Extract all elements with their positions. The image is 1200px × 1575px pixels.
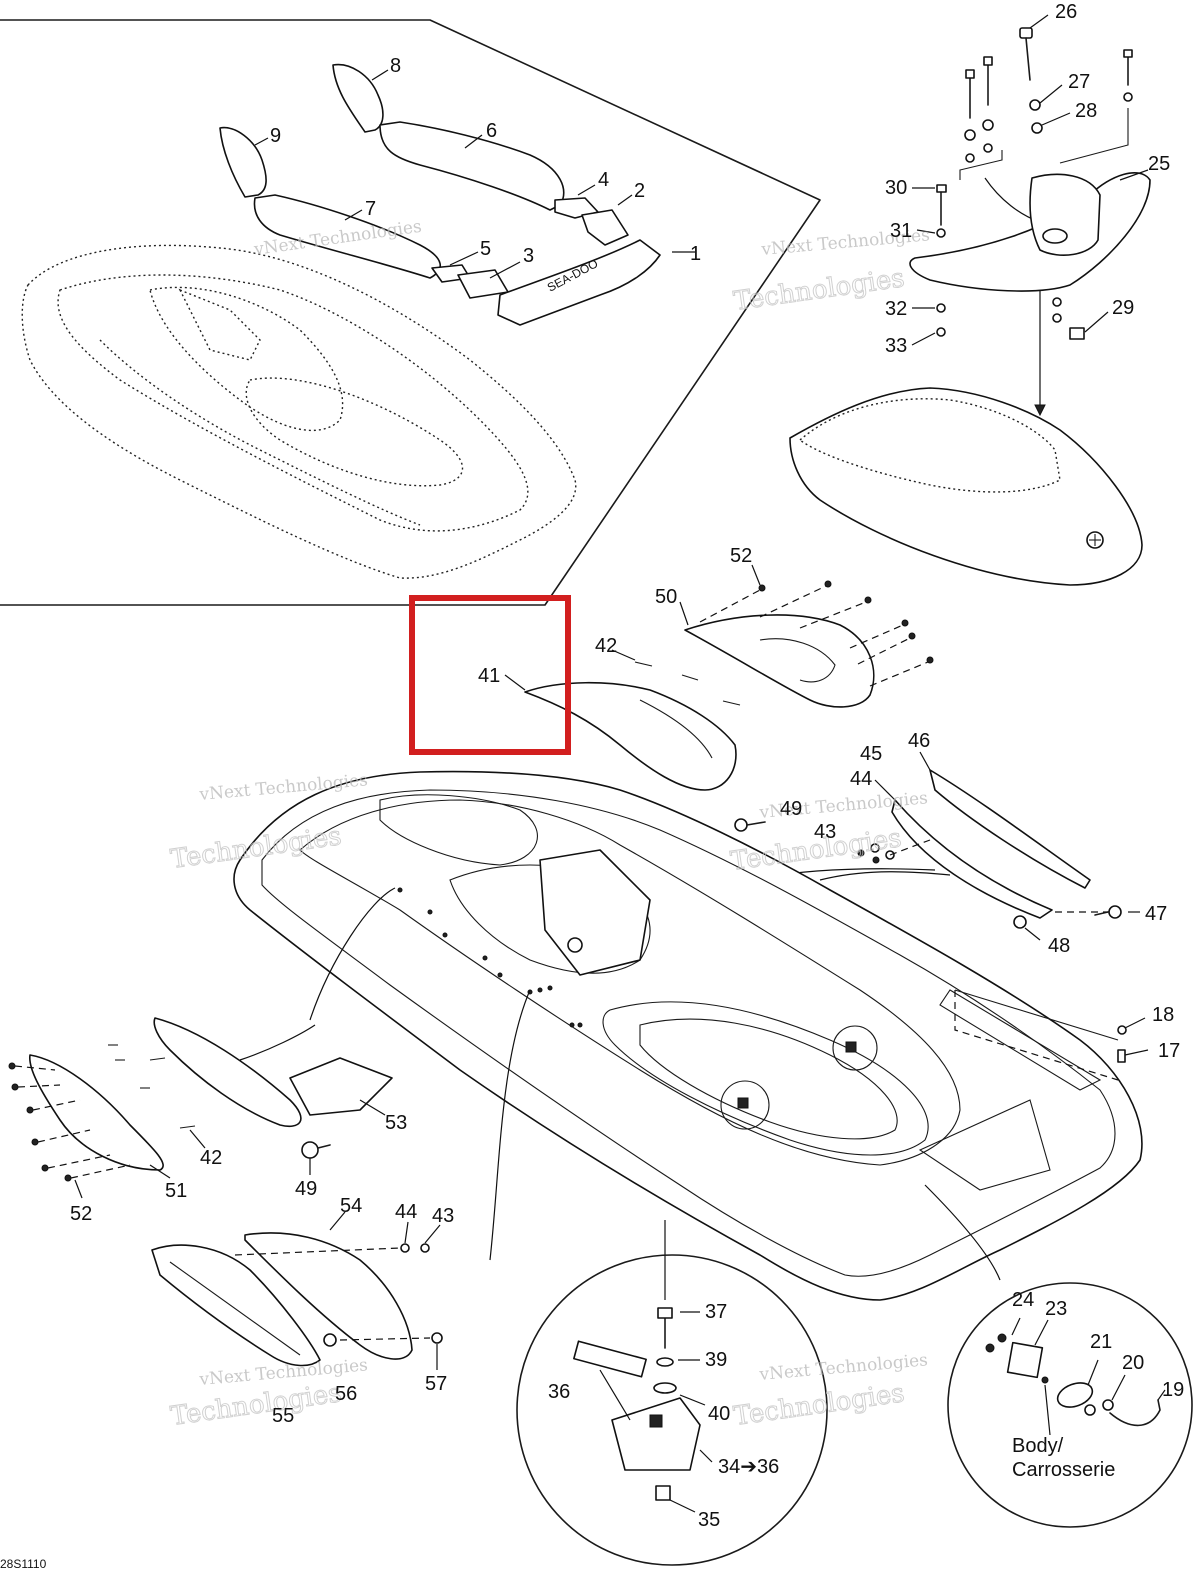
panel-part-54 bbox=[244, 1232, 413, 1360]
callout-label: 18 bbox=[1152, 1004, 1174, 1026]
callout-label: 30 bbox=[885, 177, 907, 199]
mat-part-9 bbox=[219, 126, 267, 198]
callout-labels: 1 2 3 4 5 6 7 8 9 17 18 19 20 21 23 24 2… bbox=[70, 1, 1184, 1531]
hull-mount-dots bbox=[397, 887, 583, 1028]
left-panels bbox=[8, 1017, 393, 1182]
hull-outer bbox=[233, 770, 1143, 1301]
callout-label: 55 bbox=[272, 1405, 294, 1427]
callout-label: 26 bbox=[1055, 1, 1077, 23]
callout-label: 6 bbox=[486, 120, 497, 142]
callout-label: 36 bbox=[548, 1381, 570, 1403]
seat-assembly bbox=[789, 387, 1143, 586]
panel-part-55 bbox=[151, 1244, 321, 1367]
callout-label: 39 bbox=[705, 1349, 727, 1371]
callout-leaders bbox=[74, 14, 1166, 1513]
panel-part-51 bbox=[29, 1054, 164, 1171]
panel-part-41 bbox=[524, 681, 737, 791]
dotted-hull bbox=[21, 244, 577, 579]
callout-label: 46 bbox=[908, 730, 930, 752]
callout-label: 3 bbox=[523, 245, 534, 267]
callout-label: 2 bbox=[634, 180, 645, 202]
highlight-box-part-41 bbox=[409, 595, 571, 755]
callout-label: 28 bbox=[1075, 100, 1097, 122]
callout-label: 49 bbox=[780, 798, 802, 820]
mat-part-2 bbox=[581, 209, 629, 246]
mat-kit-inset: SEA-DOO bbox=[0, 19, 821, 606]
callout-label: 34➔36 bbox=[718, 1456, 779, 1478]
callout-label: 42 bbox=[595, 635, 617, 657]
callout-label: 42 bbox=[200, 1147, 222, 1169]
screw-26 bbox=[1019, 27, 1033, 39]
callout-label: 9 bbox=[270, 125, 281, 147]
handle-assembly bbox=[789, 27, 1151, 586]
mat-part-1 bbox=[497, 239, 661, 326]
callout-label: 24 bbox=[1012, 1289, 1034, 1311]
callout-label: 31 bbox=[890, 220, 912, 242]
body-note-line2: Carrosserie bbox=[1012, 1459, 1115, 1481]
callout-label: 33 bbox=[885, 335, 907, 357]
watermark-text: Technologies bbox=[732, 263, 907, 317]
callout-label: 4 bbox=[598, 169, 609, 191]
screws-52 bbox=[699, 580, 934, 687]
callout-label: 52 bbox=[730, 545, 752, 567]
drawing-code: 28S1110 bbox=[0, 1557, 47, 1571]
callout-label: 54 bbox=[340, 1195, 362, 1217]
callout-label: 32 bbox=[885, 298, 907, 320]
callout-label: 40 bbox=[708, 1403, 730, 1425]
callout-label: 48 bbox=[1048, 935, 1070, 957]
callout-label: 19 bbox=[1162, 1379, 1184, 1401]
panel-part-53 bbox=[289, 1057, 393, 1116]
detail-circle-bolt bbox=[516, 1254, 828, 1566]
screws-left bbox=[8, 1044, 196, 1182]
callout-label: 44 bbox=[395, 1201, 417, 1223]
mat-pieces: SEA-DOO bbox=[219, 63, 661, 326]
callout-label: 25 bbox=[1148, 153, 1170, 175]
mat-part-8 bbox=[332, 63, 384, 133]
callout-label: 44 bbox=[850, 768, 872, 790]
callout-label: 53 bbox=[385, 1112, 407, 1134]
callout-label: 7 bbox=[365, 198, 376, 220]
callout-label: 27 bbox=[1068, 71, 1090, 93]
callout-label: 1 bbox=[690, 243, 701, 265]
panel-part-50 bbox=[684, 614, 875, 708]
body-note-line1: Body/ bbox=[1012, 1435, 1064, 1457]
callout-label: 50 bbox=[655, 586, 677, 608]
strip-part-46 bbox=[929, 769, 1091, 889]
panel-part-42-left bbox=[153, 1017, 302, 1127]
callout-label: 17 bbox=[1158, 1040, 1180, 1062]
callout-label: 56 bbox=[335, 1383, 357, 1405]
strip-part-45 bbox=[891, 799, 1053, 919]
callout-label: 57 bbox=[425, 1373, 447, 1395]
callout-label: 23 bbox=[1045, 1298, 1067, 1320]
watermark-text: vNext Technologies bbox=[758, 1350, 929, 1385]
callout-label: 43 bbox=[814, 821, 836, 843]
bolts-group bbox=[964, 27, 1133, 163]
callout-label: 8 bbox=[390, 55, 401, 77]
mat-part-6 bbox=[379, 121, 565, 211]
upper-panels bbox=[524, 580, 934, 832]
callout-label: 5 bbox=[480, 238, 491, 260]
nut-29 bbox=[1069, 327, 1085, 340]
callout-label: 49 bbox=[295, 1178, 317, 1200]
callout-label: 43 bbox=[432, 1205, 454, 1227]
lower-left-panels bbox=[151, 1232, 443, 1367]
mat-part-3 bbox=[457, 269, 509, 299]
callout-label: 45 bbox=[860, 743, 882, 765]
callout-label: 47 bbox=[1145, 903, 1167, 925]
callout-label: 35 bbox=[698, 1509, 720, 1531]
mat-part-7 bbox=[253, 194, 441, 279]
callout-label: 21 bbox=[1090, 1331, 1112, 1353]
callout-label: 20 bbox=[1122, 1352, 1144, 1374]
watermark-text: Technologies bbox=[732, 1378, 907, 1432]
callout-label: 51 bbox=[165, 1180, 187, 1202]
callout-label: 29 bbox=[1112, 297, 1134, 319]
main-hull bbox=[233, 770, 1143, 1301]
callout-label: 37 bbox=[705, 1301, 727, 1323]
callout-label: 52 bbox=[70, 1203, 92, 1225]
detail-circle-body bbox=[947, 1282, 1193, 1528]
callout-label: 41 bbox=[478, 665, 500, 687]
watermark-text: Technologies bbox=[169, 1378, 344, 1432]
